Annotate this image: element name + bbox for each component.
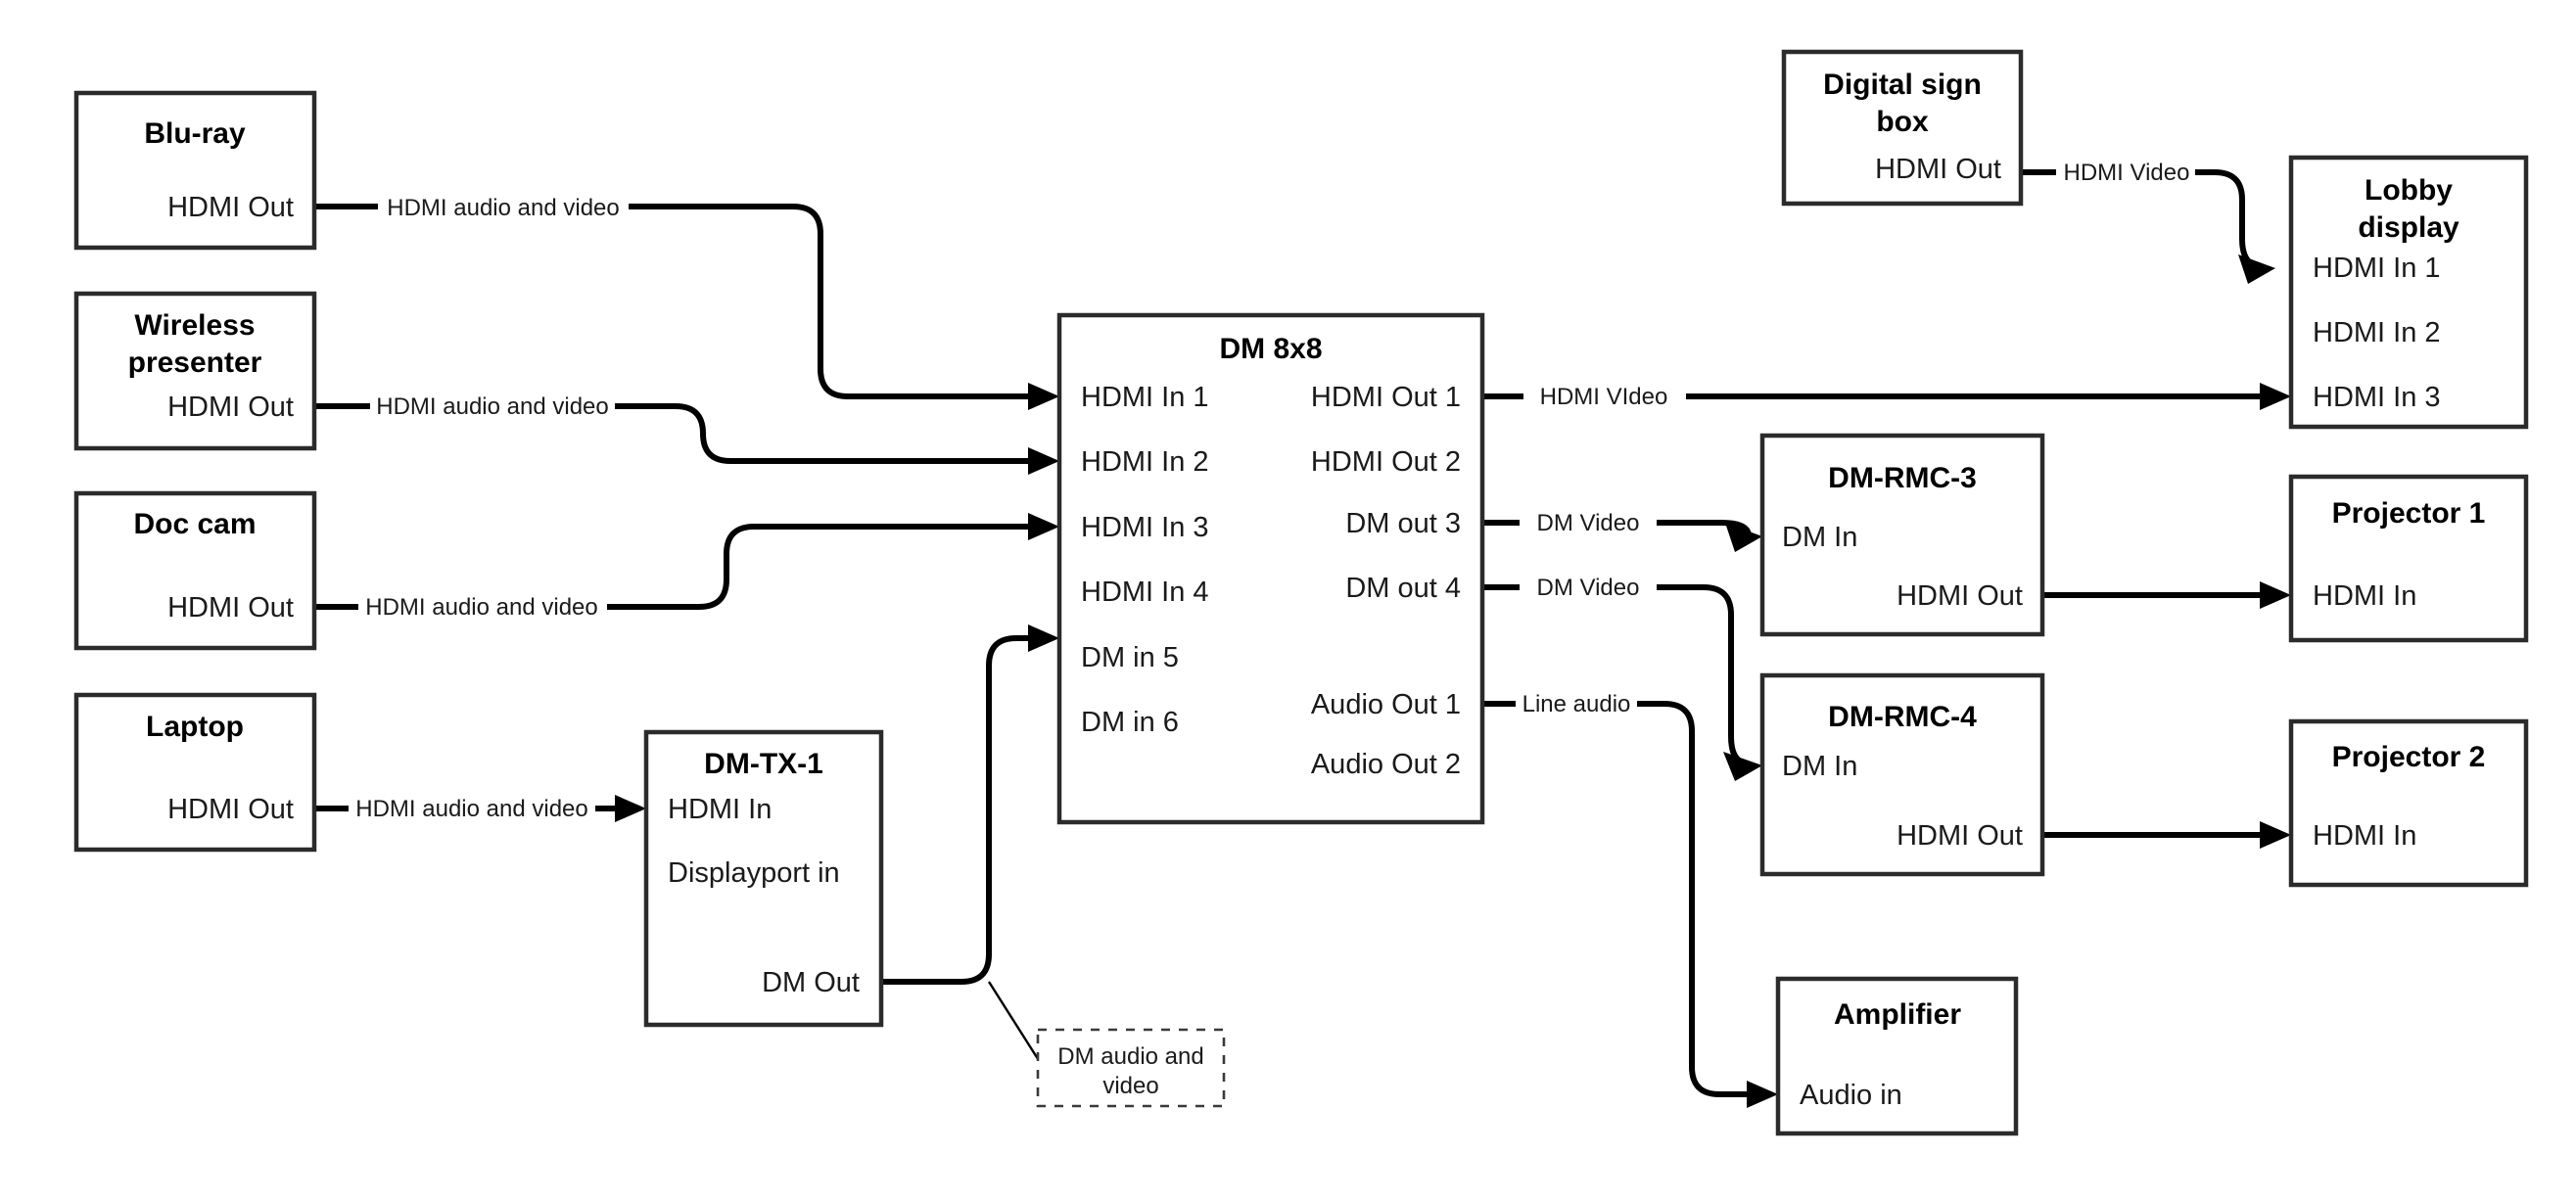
dm-8x8-box[interactable] — [1056, 312, 1485, 825]
wireless-presenter-title-line2: presenter — [128, 346, 262, 379]
projector-1-port-hdmi-in: HDMI In — [2313, 580, 2416, 612]
lobby-display-port-hdmi-in-1: HDMI In 1 — [2313, 253, 2441, 284]
edge-bluray-to-dm-in-1: HDMI audio and video — [314, 195, 1059, 410]
projector-2-box[interactable] — [2288, 718, 2529, 888]
dm-8x8-output-audio-out-1: Audio Out 1 — [1311, 689, 1461, 720]
dm-tx-1-title: DM-TX-1 — [704, 748, 823, 780]
dm-8x8-input-dm-in-6: DM in 6 — [1081, 707, 1179, 738]
callout-dm-audio-and-video: DM audio and video — [1036, 1028, 1226, 1108]
edge-label-hdmi-video-out1: HDMI VIdeo — [1540, 384, 1668, 410]
dm-rmc-3-port-hdmi-out: HDMI Out — [1897, 580, 2023, 612]
edge-label-bluray: HDMI audio and video — [387, 195, 619, 221]
node-wireless-presenter[interactable]: Wireless presenter HDMI Out — [73, 291, 317, 451]
edge-audio-out-1-to-amp: Line audio — [1482, 691, 1778, 1108]
node-projector-1[interactable]: Projector 1 HDMI In — [2288, 474, 2529, 643]
dm-8x8-output-hdmi-out-1: HDMI Out 1 — [1311, 382, 1461, 413]
node-dm-8x8[interactable]: DM 8x8 HDMI In 1 HDMI In 2 HDMI In 3 HDM… — [1056, 312, 1485, 825]
digital-sign-box-title-line2: box — [1876, 106, 1929, 138]
laptop-title: Laptop — [146, 711, 244, 743]
dm-8x8-title: DM 8x8 — [1219, 333, 1322, 365]
dm-rmc-4-title: DM-RMC-4 — [1828, 701, 1977, 733]
dm-8x8-output-audio-out-2: Audio Out 2 — [1311, 749, 1461, 780]
dm-8x8-output-dm-out-3: DM out 3 — [1345, 508, 1461, 539]
dm-rmc-4-port-hdmi-out: HDMI Out — [1897, 820, 2023, 852]
bluray-title: Blu-ray — [144, 117, 246, 150]
lobby-display-port-hdmi-in-3: HDMI In 3 — [2313, 382, 2441, 413]
projector-2-port-hdmi-in: HDMI In — [2313, 820, 2416, 852]
dm-rmc-3-box[interactable] — [1759, 433, 2045, 637]
wireless-presenter-title-line1: Wireless — [134, 309, 255, 342]
projector-1-box[interactable] — [2288, 474, 2529, 643]
node-digital-sign-box[interactable]: Digital sign box HDMI Out — [1781, 49, 2024, 207]
doc-cam-title: Doc cam — [133, 508, 256, 540]
callout-line1: DM audio and — [1057, 1043, 1203, 1070]
node-dm-tx-1[interactable]: DM-TX-1 HDMI In Displayport in DM Out — [643, 729, 884, 1028]
amplifier-title: Amplifier — [1834, 998, 1961, 1031]
callout-box — [1036, 1028, 1226, 1108]
edge-dmtx-to-dm-in-5 — [881, 624, 1059, 1063]
lobby-display-port-hdmi-in-2: HDMI In 2 — [2313, 317, 2441, 348]
wireless-presenter-box[interactable] — [73, 291, 317, 451]
dm-8x8-input-hdmi-in-3: HDMI In 3 — [1081, 512, 1209, 543]
digital-sign-box-title-line1: Digital sign — [1823, 69, 1982, 101]
doc-cam-box[interactable] — [73, 490, 317, 651]
lobby-display-box[interactable] — [2288, 155, 2529, 430]
dm-rmc-4-box[interactable] — [1759, 672, 2045, 877]
node-lobby-display[interactable]: Lobby display HDMI In 1 HDMI In 2 HDMI I… — [2288, 155, 2529, 430]
edge-label-line-audio: Line audio — [1522, 691, 1631, 717]
dm-tx-1-port-displayport-in: Displayport in — [668, 857, 840, 889]
projector-2-title: Projector 2 — [2332, 741, 2486, 773]
dm-8x8-input-dm-in-5: DM in 5 — [1081, 642, 1179, 673]
node-bluray[interactable]: Blu-ray HDMI Out — [73, 90, 317, 251]
node-amplifier[interactable]: Amplifier Audio in — [1775, 976, 2019, 1136]
node-projector-2[interactable]: Projector 2 HDMI In — [2288, 718, 2529, 888]
edge-label-wireless: HDMI audio and video — [376, 393, 608, 420]
dm-8x8-input-hdmi-in-2: HDMI In 2 — [1081, 446, 1209, 478]
dm-rmc-3-port-dm-in: DM In — [1782, 522, 1857, 553]
digital-sign-box-port-hdmi-out: HDMI Out — [1875, 154, 2001, 185]
dm-rmc-4-port-dm-in: DM In — [1782, 751, 1857, 782]
lobby-display-title-line2: display — [2358, 211, 2459, 244]
edge-label-laptop: HDMI audio and video — [355, 796, 587, 822]
edge-dm-out-3-to-rmc3: DM Video — [1482, 510, 1762, 552]
dm-tx-1-box[interactable] — [643, 729, 884, 1028]
edge-label-dm-video-3: DM Video — [1537, 510, 1640, 536]
edge-rmc3-to-projector-1 — [2042, 581, 2291, 609]
node-dm-rmc-3[interactable]: DM-RMC-3 DM In HDMI Out — [1759, 433, 2045, 637]
laptop-box[interactable] — [73, 692, 317, 853]
node-doc-cam[interactable]: Doc cam HDMI Out — [73, 490, 317, 651]
dm-8x8-input-hdmi-in-1: HDMI In 1 — [1081, 382, 1209, 413]
lobby-display-title-line1: Lobby — [2365, 174, 2453, 207]
doc-cam-port-hdmi-out: HDMI Out — [167, 592, 294, 624]
callout-line2: video — [1102, 1073, 1158, 1099]
edge-dm-out-4-to-rmc4: DM Video — [1482, 575, 1762, 781]
node-laptop[interactable]: Laptop HDMI Out — [73, 692, 317, 853]
edge-rmc4-to-projector-2 — [2042, 821, 2291, 849]
laptop-port-hdmi-out: HDMI Out — [167, 794, 294, 825]
amplifier-box[interactable] — [1775, 976, 2019, 1136]
projector-1-title: Projector 1 — [2332, 497, 2486, 530]
wireless-presenter-port-hdmi-out: HDMI Out — [167, 392, 294, 423]
edge-wireless-to-dm-in-2: HDMI audio and video — [314, 393, 1059, 475]
dm-tx-1-port-dm-out: DM Out — [762, 967, 860, 998]
digital-sign-box-box[interactable] — [1781, 49, 2024, 207]
dm-tx-1-port-hdmi-in: HDMI In — [668, 794, 772, 825]
edge-label-doccam: HDMI audio and video — [365, 594, 597, 621]
dm-8x8-output-dm-out-4: DM out 4 — [1345, 573, 1461, 604]
amplifier-port-audio-in: Audio in — [1800, 1080, 1902, 1111]
edge-label-dm-video-4: DM Video — [1537, 575, 1640, 601]
edge-sign-to-lobby-in-1: HDMI Video — [2021, 160, 2275, 284]
dm-8x8-output-hdmi-out-2: HDMI Out 2 — [1311, 446, 1461, 478]
edge-doccam-to-dm-in-3: HDMI audio and video — [314, 513, 1059, 621]
edge-laptop-to-dmtx: HDMI audio and video — [314, 795, 646, 822]
edge-dm-hdmi-out-1-to-lobby: HDMI VIdeo — [1482, 383, 2291, 410]
dm-8x8-input-hdmi-in-4: HDMI In 4 — [1081, 577, 1209, 608]
bluray-port-hdmi-out: HDMI Out — [167, 192, 294, 223]
node-dm-rmc-4[interactable]: DM-RMC-4 DM In HDMI Out — [1759, 672, 2045, 877]
dm-rmc-3-title: DM-RMC-3 — [1828, 462, 1977, 494]
bluray-box[interactable] — [73, 90, 317, 251]
edge-label-hdmi-video-sign: HDMI Video — [2064, 160, 2190, 186]
